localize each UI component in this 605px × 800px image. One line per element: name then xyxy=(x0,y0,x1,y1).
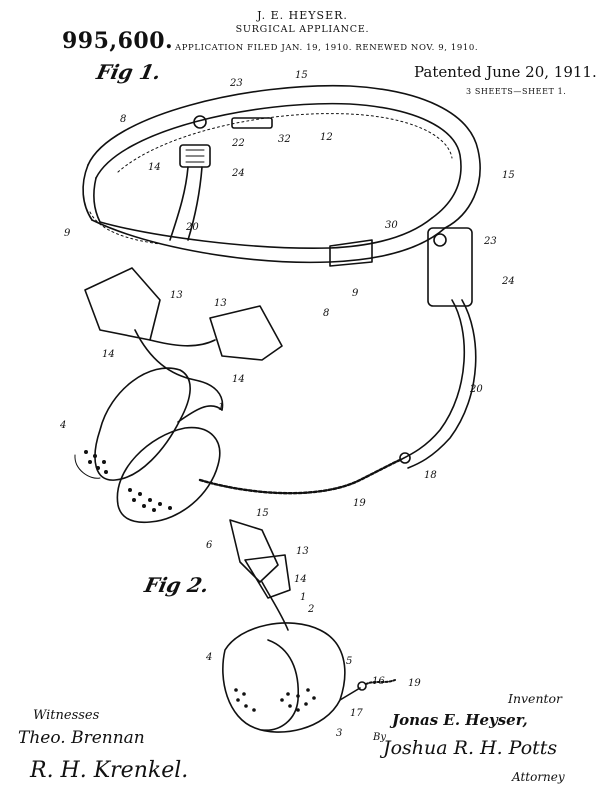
fig1-right-pad xyxy=(399,227,477,469)
patented-date: Patented June 20, 1911. xyxy=(414,63,597,81)
by-label: By xyxy=(373,732,386,743)
ref-numeral: 8 xyxy=(120,114,126,125)
fig2-device xyxy=(222,519,396,733)
ref-numeral: 24 xyxy=(501,276,515,287)
patent-title: SURGICAL APPLIANCE. xyxy=(235,24,370,35)
inventor-signature: Jonas E. Heyser, xyxy=(392,711,528,729)
ref-numeral: 16 xyxy=(372,676,385,687)
ref-numeral: 20 xyxy=(469,384,483,395)
ref-numeral: 13 xyxy=(296,546,309,557)
ref-numeral: 22 xyxy=(231,138,245,149)
ref-numeral: 6 xyxy=(206,540,213,551)
ref-numeral: 15 xyxy=(256,508,269,519)
fig1-chain xyxy=(198,458,402,495)
witness-2-signature: R. H. Krenkel. xyxy=(30,758,189,783)
ref-numeral: 14 xyxy=(232,374,245,385)
ref-numeral: 15 xyxy=(502,170,515,181)
ref-numeral: 19 xyxy=(353,498,366,509)
figure-2-label: Fig 2. xyxy=(142,573,212,597)
ref-numeral: 14 xyxy=(294,574,307,585)
patent-number: 995,600. xyxy=(62,28,174,54)
attorney-signature: Joshua R. H. Potts xyxy=(383,737,558,759)
ref-numeral: 1 xyxy=(218,402,224,413)
witness-1-signature: Theo. Brennan xyxy=(18,728,145,748)
ref-numeral: 30 xyxy=(385,220,398,231)
ref-numeral: 23 xyxy=(229,78,243,89)
ref-numeral: 8 xyxy=(323,308,329,319)
sheet-info: 3 SHEETS—SHEET 1. xyxy=(466,87,567,96)
ref-numeral: 19 xyxy=(408,678,421,689)
ref-numeral: 32 xyxy=(278,134,291,145)
ref-numeral: 4 xyxy=(205,652,212,663)
fig2-reference-numerals: 15 6 13 14 1 2 4 5 16 19 17 3 xyxy=(205,508,421,739)
ref-numeral: 14 xyxy=(148,162,161,173)
fig1-left-pads xyxy=(84,267,283,361)
ref-numeral: 20 xyxy=(185,222,199,233)
ref-numeral: 13 xyxy=(170,290,183,301)
ref-numeral: 17 xyxy=(350,708,363,719)
ref-numeral: 24 xyxy=(231,168,245,179)
ref-numeral: 18 xyxy=(424,470,437,481)
ref-numeral: 23 xyxy=(483,236,497,247)
ref-numeral: 1 xyxy=(300,592,306,603)
inventor-heading: Inventor xyxy=(508,691,563,706)
fig1-reference-numerals: 23 15 8 22 32 12 14 24 15 9 20 30 23 13 … xyxy=(59,70,515,509)
figure-1-label: Fig 1. xyxy=(94,60,164,84)
inventor-name: J. E. HEYSER. xyxy=(257,9,348,22)
ref-numeral: 2 xyxy=(307,604,314,615)
ref-numeral: 12 xyxy=(320,132,333,143)
fig1-buckle xyxy=(169,144,211,241)
ref-numeral: 13 xyxy=(214,298,227,309)
ref-numeral: 9 xyxy=(64,228,71,239)
ref-numeral: 5 xyxy=(346,656,352,667)
filing-info: APPLICATION FILED JAN. 19, 1910. RENEWED… xyxy=(175,43,479,53)
ref-numeral: 3 xyxy=(336,728,342,739)
witnesses-heading: Witnesses xyxy=(33,708,100,723)
ref-numeral: 15 xyxy=(295,70,308,81)
fig1-pouch xyxy=(74,329,224,524)
attorney-heading: Attorney xyxy=(512,770,565,784)
ref-numeral: 4 xyxy=(59,420,66,431)
ref-numeral: 9 xyxy=(352,288,359,299)
perforation-dots xyxy=(84,450,316,712)
ref-numeral: 14 xyxy=(102,349,115,360)
fig1-belt xyxy=(82,84,481,267)
